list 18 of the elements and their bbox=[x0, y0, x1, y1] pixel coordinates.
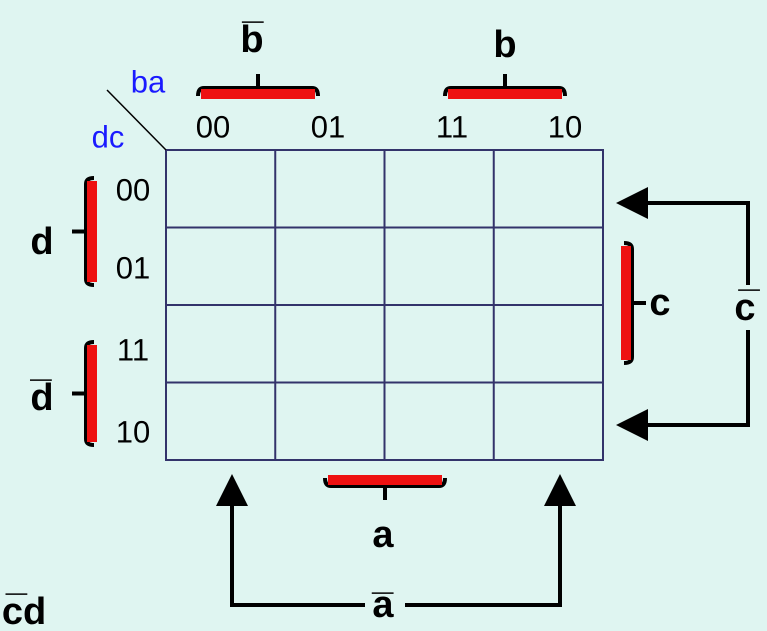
axis-label: dc bbox=[92, 122, 124, 152]
overbar-letter: b̅ bbox=[240, 21, 264, 59]
overbar-letter: a̅ bbox=[372, 586, 394, 624]
axis-label: ba bbox=[130, 66, 166, 98]
column-code: 11 bbox=[436, 112, 468, 142]
variable-letter: c bbox=[649, 284, 671, 322]
variable-letter: a bbox=[372, 516, 394, 554]
variable-letter: b bbox=[493, 26, 517, 64]
column-code: 01 bbox=[310, 112, 346, 142]
row-code: 01 bbox=[116, 252, 150, 284]
term-label: c̅d bbox=[2, 593, 46, 631]
row-code: 11 bbox=[116, 334, 150, 366]
variable-letter: d bbox=[30, 223, 54, 261]
overbar-letter: d̅ bbox=[30, 379, 54, 417]
row-code: 00 bbox=[116, 174, 150, 206]
row-code: 10 bbox=[116, 416, 150, 448]
column-code: 10 bbox=[548, 112, 582, 142]
column-code: 00 bbox=[196, 112, 230, 142]
